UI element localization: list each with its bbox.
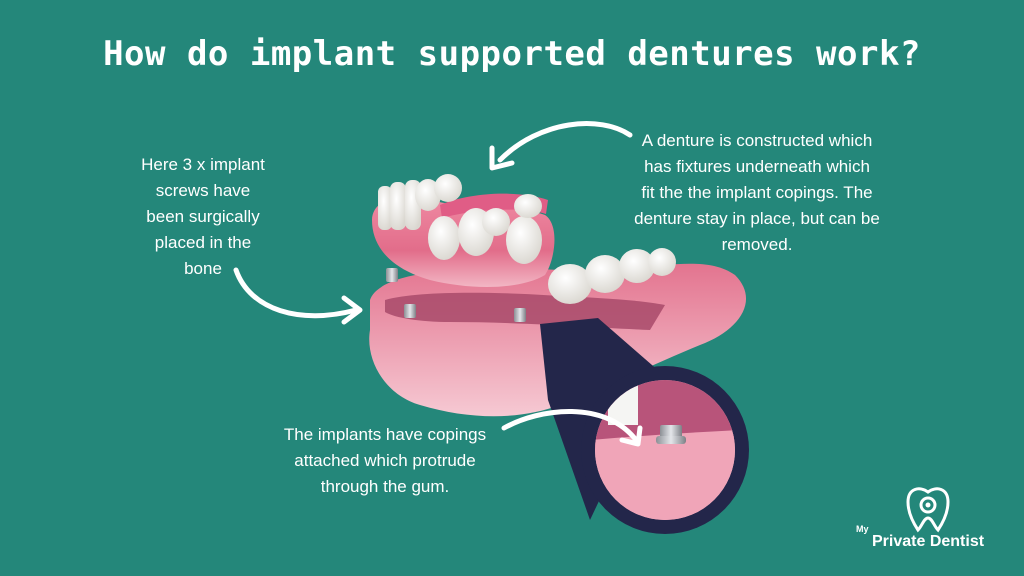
- caption-copings: The implants have copings attached which…: [283, 425, 487, 496]
- curved-arrow-icon: [233, 267, 363, 325]
- caption-implant-screws: Here 3 x implant screws have been surgic…: [141, 155, 265, 278]
- page-title: How do implant supported dentures work?: [103, 34, 921, 74]
- caption-denture-fixtures: A denture is constructed which has fixtu…: [634, 131, 880, 254]
- implant-copings: [386, 268, 526, 322]
- logo-text-my: My: [856, 524, 869, 534]
- brand-logo: My Private Dentist: [852, 486, 1002, 556]
- lower-back-teeth: [548, 248, 676, 304]
- denture: [372, 174, 555, 287]
- curved-arrow-icon: [489, 121, 633, 171]
- zoom-callout: [540, 318, 749, 534]
- curved-arrow-icon: [501, 409, 643, 447]
- tooth-logo-icon: [906, 487, 950, 533]
- logo-text-name: Private Dentist: [872, 533, 985, 550]
